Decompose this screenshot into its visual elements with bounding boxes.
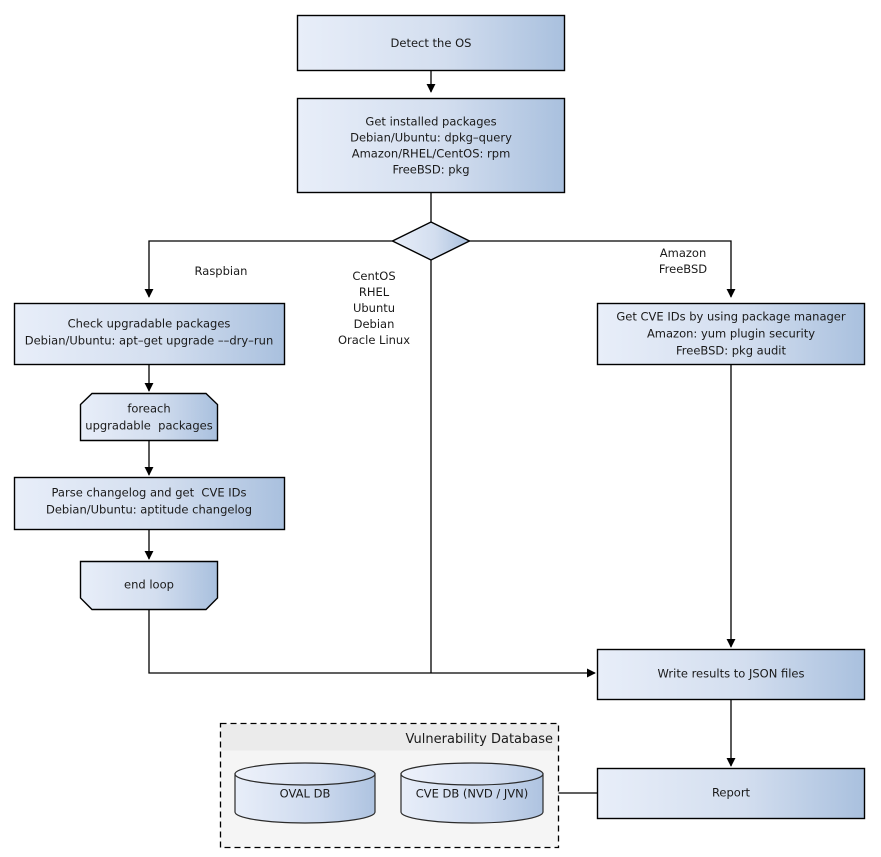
edge-label-center-branch: CentOS RHEL Ubuntu Debian Oracle Linux	[338, 269, 410, 347]
node-get-installed-packages[interactable]: Get installed packages Debian/Ubuntu: dp…	[296, 97, 566, 194]
get-installed-packages-box[interactable]	[296, 97, 566, 194]
oval-db-label: OVAL DB	[280, 787, 331, 801]
parse-changelog-line1: Parse changelog and get CVE IDs	[52, 486, 247, 500]
center-branch-label-line2: RHEL	[359, 285, 390, 299]
node-end-loop[interactable]: end loop	[79, 560, 219, 611]
foreach-loop-line2: upgradable packages	[85, 419, 212, 433]
get-installed-packages-line2: Debian/Ubuntu: dpkg–query	[350, 131, 512, 145]
get-cve-ids-line2: Amazon: yum plugin security	[647, 327, 815, 341]
right-branch-label-line2: FreeBSD	[659, 262, 707, 276]
db-cve: CVE DB (NVD / JVN)	[400, 762, 544, 824]
center-branch-label-line1: CentOS	[352, 269, 395, 283]
check-upgradable-line2: Debian/Ubuntu: apt–get upgrade ––dry–run	[25, 334, 274, 348]
center-branch-label-line4: Debian	[354, 317, 395, 331]
report-label: Report	[712, 786, 751, 800]
node-detect-os[interactable]: Detect the OS	[296, 14, 566, 72]
right-branch-label-line1: Amazon	[660, 246, 706, 260]
end-loop-shape[interactable]	[79, 560, 219, 611]
node-check-upgradable[interactable]: Check upgradable packages Debian/Ubuntu:…	[13, 302, 286, 366]
center-branch-label-line5: Oracle Linux	[338, 333, 410, 347]
node-parse-changelog[interactable]: Parse changelog and get CVE IDs Debian/U…	[13, 476, 286, 531]
end-loop-label: end loop	[124, 578, 174, 592]
node-get-cve-ids[interactable]: Get CVE IDs by using package manager Ama…	[596, 302, 866, 366]
connector-decision-right-amazon-freebsd	[469, 240, 736, 298]
check-upgradable-box[interactable]	[13, 302, 286, 366]
group-header-band	[221, 724, 558, 751]
cve-db-cylinder-top	[400, 762, 544, 786]
node-foreach-loop[interactable]: foreach upgradable packages	[79, 392, 219, 442]
foreach-loop-shape[interactable]	[79, 392, 219, 442]
db-oval: OVAL DB	[234, 762, 376, 824]
left-branch-label-line1: Raspbian	[195, 264, 248, 278]
node-report[interactable]: Report	[596, 767, 866, 820]
oval-db-cylinder-top	[234, 762, 376, 786]
detect-os-label: Detect the OS	[391, 36, 472, 50]
oval-db-cylinder-body	[234, 773, 376, 824]
edge-label-right-branch: Amazon FreeBSD	[659, 246, 707, 276]
get-installed-packages-line1: Get installed packages	[365, 115, 496, 129]
get-installed-packages-line4: FreeBSD: pkg	[392, 163, 469, 177]
parse-changelog-line2: Debian/Ubuntu: aptitude changelog	[46, 503, 252, 517]
os-decision-diamond[interactable]	[390, 221, 472, 261]
foreach-loop-line1: foreach	[127, 402, 170, 416]
connector-decision-left-raspbian	[144, 240, 393, 298]
group-title: Vulnerability Database	[406, 732, 553, 747]
get-cve-ids-line3: FreeBSD: pkg audit	[676, 344, 787, 358]
write-results-box[interactable]	[596, 648, 866, 701]
cve-db-cylinder-body	[400, 773, 544, 824]
report-box[interactable]	[596, 767, 866, 820]
get-cve-ids-line1: Get CVE IDs by using package manager	[616, 310, 846, 324]
edge-label-left-branch: Raspbian	[195, 264, 248, 278]
connector-endloop-to-write-results	[148, 610, 596, 678]
center-branch-label-line3: Ubuntu	[353, 301, 395, 315]
detect-os-box[interactable]	[296, 14, 566, 72]
node-write-results[interactable]: Write results to JSON files	[596, 648, 866, 701]
parse-changelog-box[interactable]	[13, 476, 286, 531]
write-results-label: Write results to JSON files	[658, 667, 805, 681]
check-upgradable-line1: Check upgradable packages	[68, 317, 231, 331]
node-os-decision[interactable]	[390, 221, 472, 261]
cve-db-label: CVE DB (NVD / JVN)	[416, 787, 529, 801]
get-cve-ids-box[interactable]	[596, 302, 866, 366]
get-installed-packages-line3: Amazon/RHEL/CentOS: rpm	[352, 147, 511, 161]
